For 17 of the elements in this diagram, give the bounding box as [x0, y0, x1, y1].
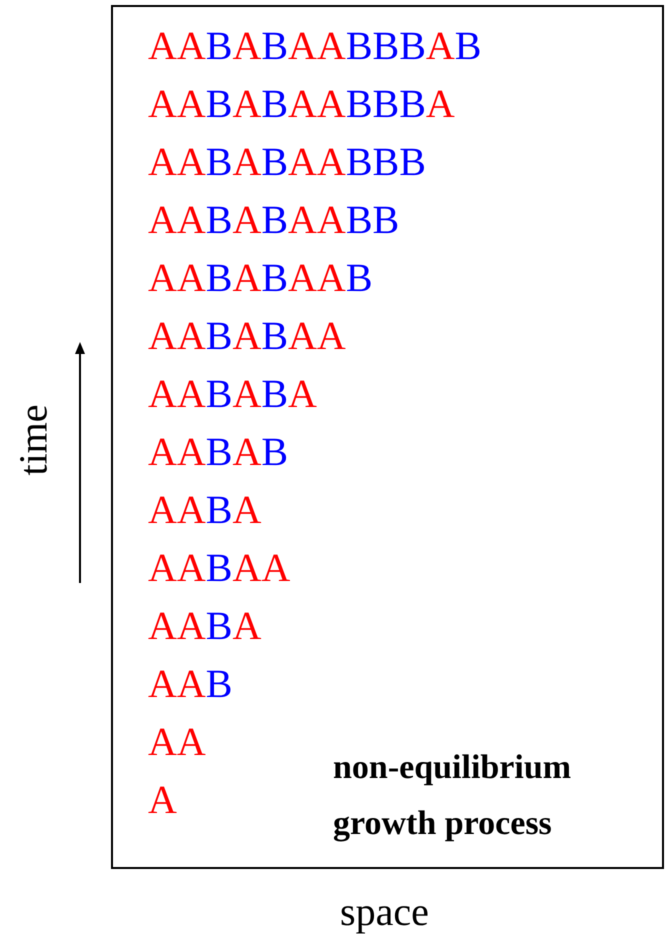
sequence-text: AABABAABBBA: [148, 82, 455, 126]
sequence-text: AABAB: [148, 430, 288, 474]
sequence-text: AABABAABB: [148, 198, 400, 242]
sequence-text: AABABAABBB: [148, 140, 426, 184]
sequence-text: AABA: [148, 488, 262, 532]
sequence-text: AABABA: [148, 372, 317, 416]
sequence-text: AABABAABBBAB: [148, 24, 482, 68]
sequence-text: AA: [148, 720, 206, 764]
sequence-text: AABA: [148, 604, 262, 648]
sequence-text: AABAA: [148, 546, 290, 590]
axis-label: time: [12, 404, 56, 476]
sequence-text: A: [148, 778, 177, 822]
sequence-text: AABABAAB: [148, 256, 373, 300]
axis-label: space: [340, 890, 429, 934]
sequence-text: AABABAA: [148, 314, 346, 358]
sequence-text: AAB: [148, 662, 232, 706]
caption-text: non-equilibrium growth process: [333, 748, 572, 844]
